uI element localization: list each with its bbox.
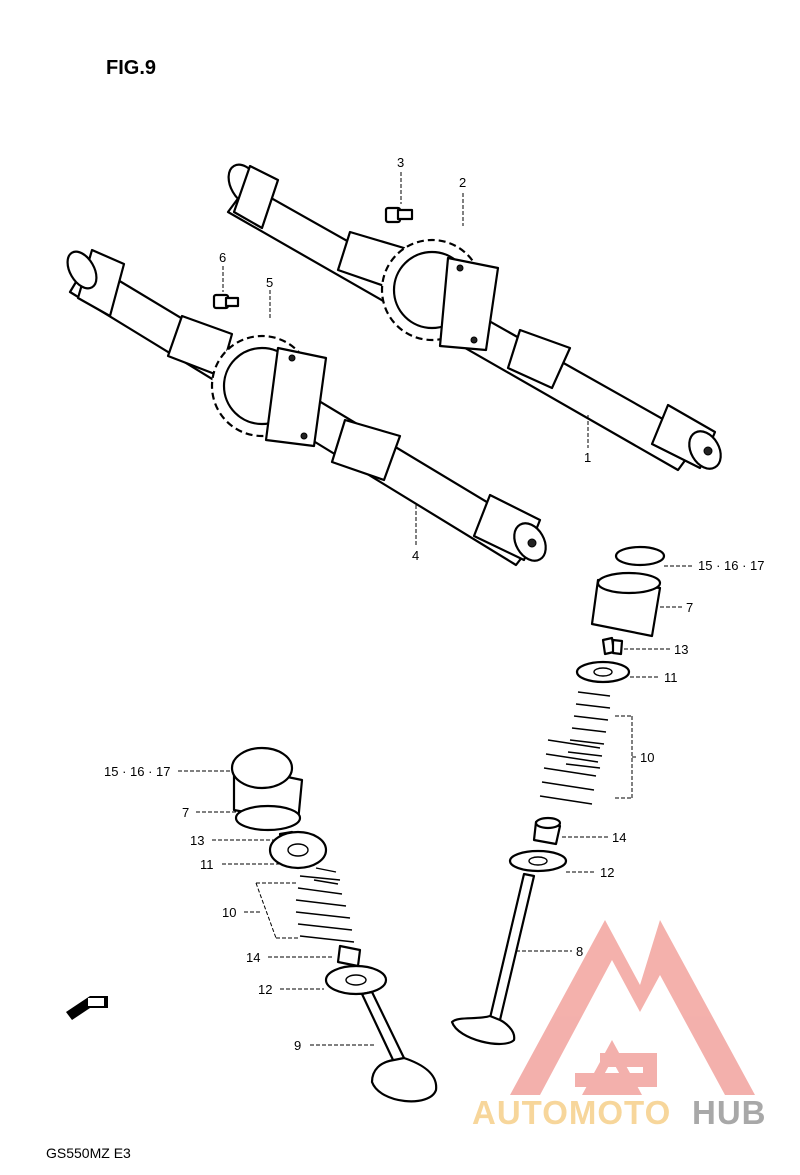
tappet-left (230, 746, 304, 832)
camshaft-1 (226, 163, 722, 472)
watermark-logo: AUTOMOTO HUB (472, 920, 767, 1131)
label-part-7-left: 7 (182, 805, 189, 820)
label-part-6: 6 (219, 250, 226, 265)
label-part-7-right: 7 (686, 600, 693, 615)
valve-spring-right (539, 691, 611, 805)
label-part-14-left: 14 (246, 950, 260, 965)
label-part-10-right: 10 (640, 750, 654, 765)
label-part-9: 9 (294, 1038, 301, 1053)
shim-right (614, 545, 666, 567)
sprocket-2 (380, 238, 500, 352)
label-part-12-left: 12 (258, 982, 272, 997)
camshaft-4 (66, 248, 547, 567)
label-part-3: 3 (397, 155, 404, 170)
label-part-10-left: 10 (222, 905, 236, 920)
label-part-4: 4 (412, 548, 419, 563)
label-part-13-left: 13 (190, 833, 204, 848)
part-labels: 3 2 6 5 1 4 15 · 16 · 17 7 13 11 10 14 1… (104, 155, 765, 1053)
valve-assembly-right (450, 545, 666, 1045)
watermark-triangle-icon (510, 920, 755, 1095)
bolt-6 (212, 293, 240, 310)
label-part-2: 2 (459, 175, 466, 190)
sprocket-5 (210, 334, 328, 448)
front-direction-arrow-icon (66, 996, 108, 1020)
tappet-right (590, 571, 662, 638)
bolt-3 (384, 206, 414, 224)
leader-lines (178, 172, 692, 1046)
watermark-text-a: AUTOMOTO (472, 1094, 671, 1131)
label-part-13-right: 13 (674, 642, 688, 657)
valve-assembly-left (230, 746, 438, 1103)
valve-8 (450, 872, 536, 1045)
label-part-15-16-17-left: 15 · 16 · 17 (104, 764, 171, 779)
label-part-12-right: 12 (600, 865, 614, 880)
label-part-15-16-17-right: 15 · 16 · 17 (698, 558, 765, 573)
watermark-text-b: HUB (692, 1094, 767, 1131)
label-part-5: 5 (266, 275, 273, 290)
label-part-8: 8 (576, 944, 583, 959)
label-part-11-left: 11 (200, 857, 214, 872)
figure-title: FIG.9 (106, 57, 156, 79)
label-part-14-right: 14 (612, 830, 626, 845)
label-part-1: 1 (584, 450, 591, 465)
label-part-11-right: 11 (664, 670, 678, 685)
valve-9 (360, 990, 438, 1103)
valve-spring-left (295, 867, 355, 943)
model-code: GS550MZ E3 (46, 1145, 131, 1161)
